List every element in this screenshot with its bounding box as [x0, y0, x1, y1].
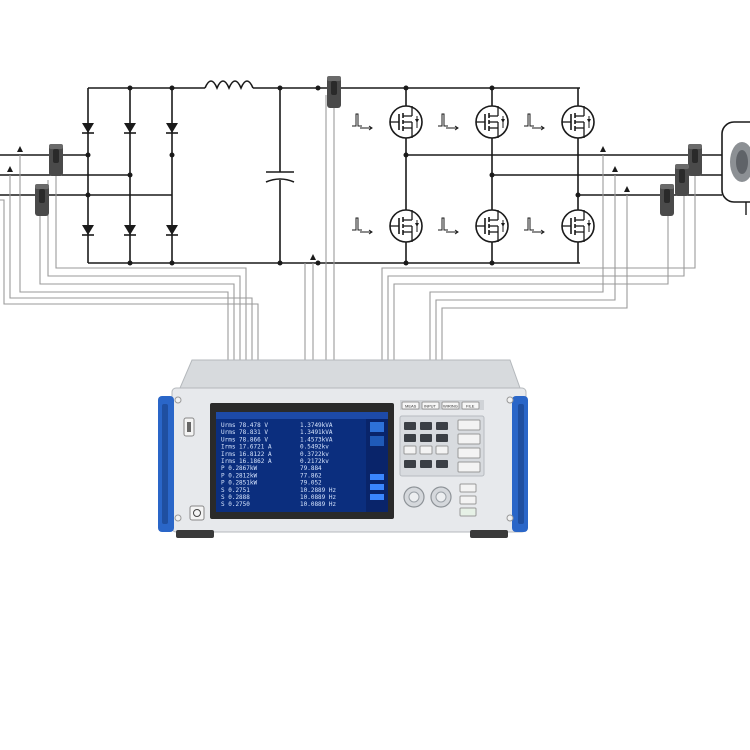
display-screen	[216, 412, 366, 512]
key-button[interactable]	[403, 445, 417, 455]
pulse-icon	[523, 217, 545, 235]
motor	[721, 121, 750, 215]
screen-reading: Urms 78.866 V	[221, 436, 268, 443]
start-key[interactable]	[459, 507, 477, 517]
screen-reading: P 0.2867kW	[221, 465, 258, 472]
diode-icon	[81, 224, 95, 236]
screen-softkey[interactable]	[370, 474, 384, 480]
screen-reading: Urms 78.831 V	[221, 429, 268, 436]
mosfet-icon	[475, 105, 509, 139]
gate-pulses	[351, 113, 545, 235]
svg-text:INPUT: INPUT	[424, 404, 437, 409]
key-button[interactable]	[436, 422, 448, 430]
screen-reading: 10.2889 Hz	[300, 487, 337, 494]
top-buttons: MEAS INPUT WIRING FILE	[401, 401, 480, 410]
screen-reading: Irms 16.1862 A	[221, 458, 272, 465]
key-button[interactable]	[457, 419, 481, 431]
current-clamp-icon	[675, 164, 689, 196]
screen-reading: 10.0889 Hz	[300, 494, 337, 501]
mosfet-icon	[561, 105, 595, 139]
screen-reading: S 0.2888	[221, 494, 250, 501]
mosfet-icon	[389, 209, 423, 243]
meas-button[interactable]	[401, 401, 420, 410]
key-button[interactable]	[435, 445, 449, 455]
diode-icon	[165, 224, 179, 236]
keypad	[403, 419, 481, 473]
svg-text:FILE: FILE	[466, 404, 475, 409]
screen-reading: Irms 17.6721 A	[221, 444, 272, 451]
key-button[interactable]	[457, 447, 481, 459]
diode-icon	[165, 122, 179, 134]
screen-reading: P 0.2812kW	[221, 472, 258, 479]
pulse-icon	[351, 113, 373, 131]
key-button[interactable]	[436, 434, 448, 442]
screen-reading: P 0.2851kW	[221, 480, 258, 487]
current-clamp-icon	[49, 144, 63, 176]
svg-text:WIRING: WIRING	[443, 404, 458, 409]
wiring-button[interactable]	[441, 401, 460, 410]
junction-dots	[85, 85, 581, 266]
screen-reading: S 0.2750	[221, 501, 250, 508]
screen-reading: 79.052	[300, 480, 322, 487]
mosfet-icon	[389, 105, 423, 139]
pulse-icon	[351, 217, 373, 235]
screen-softkey[interactable]	[370, 422, 384, 432]
screen-reading: 77.862	[300, 472, 322, 479]
screen-reading: 79.884	[300, 465, 322, 472]
screen-reading: S 0.2751	[221, 487, 250, 494]
key-button[interactable]	[404, 422, 416, 430]
screen-softkey[interactable]	[370, 494, 384, 500]
screen-reading: 0.2172kv	[300, 458, 329, 465]
svg-text:MEAS: MEAS	[405, 404, 417, 409]
signal-wires	[0, 95, 696, 362]
current-clamp-icon	[35, 184, 49, 216]
diode-icon	[123, 122, 137, 134]
screen-reading: 1.4573kVA	[300, 436, 333, 443]
key-button[interactable]	[457, 461, 481, 473]
pulse-icon	[437, 217, 459, 235]
screen-readings-right: 1.3749kVA1.3491kVA1.4573kVA0.5492kv0.372…	[300, 422, 337, 508]
key-button[interactable]	[420, 434, 432, 442]
diode-icon	[81, 122, 95, 134]
key-button[interactable]	[404, 434, 416, 442]
side-key[interactable]	[459, 495, 477, 505]
screen-reading: 1.3491kVA	[300, 429, 333, 436]
mosfet-icon	[475, 209, 509, 243]
screen-reading: Irms 16.8122 A	[221, 451, 272, 458]
screen-softkey[interactable]	[370, 484, 384, 490]
screen-softkey[interactable]	[370, 436, 384, 446]
file-button[interactable]	[461, 401, 480, 410]
screen-reading: Urms 78.478 V	[221, 422, 268, 429]
screen-reading: 0.3722kv	[300, 451, 329, 458]
key-button[interactable]	[457, 433, 481, 445]
key-button[interactable]	[404, 460, 416, 468]
screen-reading: 10.0889 Hz	[300, 501, 337, 508]
pulse-icon	[437, 113, 459, 131]
current-clamp-icon	[688, 144, 702, 176]
current-clamp-icon	[327, 76, 341, 108]
inductor	[204, 80, 254, 91]
mosfet-icon	[561, 209, 595, 243]
input-button[interactable]	[421, 401, 440, 410]
capacitor-plate-bottom	[265, 178, 295, 183]
screen-reading: 0.5492kv	[300, 444, 329, 451]
key-button[interactable]	[420, 422, 432, 430]
power-analyzer: HIOKI PW6001 POWER ANALYZER Urms 78.478 …	[158, 359, 528, 538]
pulse-icon	[523, 113, 545, 131]
diode-icon	[123, 224, 137, 236]
key-button[interactable]	[419, 445, 433, 455]
key-button[interactable]	[420, 460, 432, 468]
current-clamp-icon	[660, 184, 674, 216]
power-button[interactable]	[189, 505, 205, 521]
key-button[interactable]	[436, 460, 448, 468]
side-key[interactable]	[459, 483, 477, 493]
screen-reading: 1.3749kVA	[300, 422, 333, 429]
voltage-probe-markers	[7, 146, 630, 260]
